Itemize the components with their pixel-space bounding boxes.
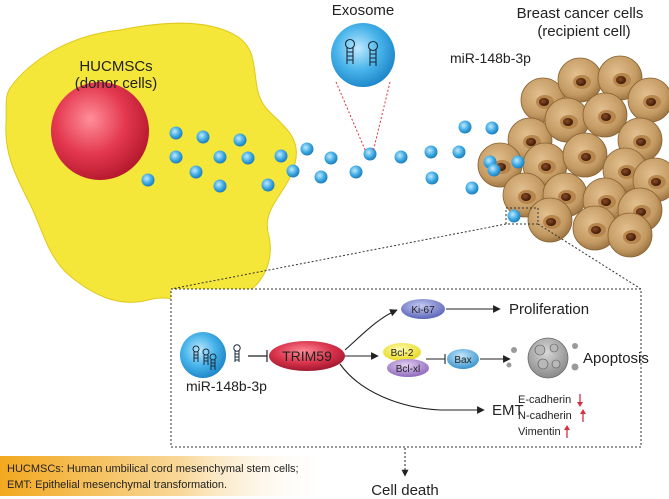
exosome-vesicle xyxy=(324,151,338,165)
cancer-cell xyxy=(627,77,669,123)
bclxl-node xyxy=(387,359,429,377)
exosome-vesicle xyxy=(507,209,521,223)
exosome-vesicle xyxy=(452,145,466,159)
exosome-vesicle xyxy=(196,130,210,144)
cancer-cell xyxy=(572,205,618,251)
mirna-hairpin-icon xyxy=(344,38,379,66)
bcl2-label: Bcl-2 xyxy=(391,348,414,359)
exosome-vesicle xyxy=(424,145,438,159)
arrow-trim59-ki67 xyxy=(344,309,398,351)
cancer-cell xyxy=(607,212,653,258)
exosome-vesicle xyxy=(261,178,275,192)
cancer-cell xyxy=(562,132,608,178)
donor-cell: HUCMSCs (donor cells) xyxy=(5,22,297,305)
donor-subtitle: (donor cells) xyxy=(75,75,158,92)
donor-nucleus xyxy=(51,82,149,180)
inset-mirna-hairpin-icon xyxy=(192,345,217,370)
exosome-vesicle xyxy=(233,133,247,147)
exosome-vesicle xyxy=(241,151,255,165)
legend-background xyxy=(0,456,330,496)
inset-exosome xyxy=(180,332,241,378)
inset-guide-left xyxy=(170,223,507,290)
marker-n-cadherin: N-cadherin xyxy=(518,410,572,422)
inset-mirna-label: miR-148b-3p xyxy=(186,378,267,394)
exosome-zoom-line-left xyxy=(335,81,367,153)
marker-e-cadherin: E-cadherin xyxy=(518,394,571,406)
ki67-label: Ki-67 xyxy=(411,305,435,316)
bax-node xyxy=(447,349,479,369)
exosome-vesicle-stream xyxy=(141,120,525,223)
e-cadherin-down-arrow-icon xyxy=(577,394,583,407)
free-mirna-hairpin-icon xyxy=(233,344,241,362)
exosome-vesicle xyxy=(169,126,183,140)
inset-guide-right xyxy=(537,223,642,290)
exosome-vesicle xyxy=(274,149,288,163)
vimentin-up-arrow-icon xyxy=(564,425,570,438)
exosome-vesicle xyxy=(213,179,227,193)
trim59-label: TRIM59 xyxy=(282,348,332,364)
exosome-vesicle xyxy=(458,120,472,134)
ki67-node xyxy=(401,299,445,319)
emt-label: EMT xyxy=(492,402,524,419)
exosome-vesicle xyxy=(300,142,314,156)
inhibit-arrow-bcl-bax xyxy=(426,354,446,364)
n-cadherin-up-arrow-icon xyxy=(580,409,586,422)
exosome-vesicle xyxy=(169,150,183,164)
proliferation-label: Proliferation xyxy=(509,301,589,318)
cell-death-label: Cell death xyxy=(371,482,439,499)
exosome-zoom-line-right xyxy=(372,81,391,153)
bax-label: Bax xyxy=(454,355,471,366)
exosome-vesicle xyxy=(363,147,377,161)
exosome-vesicle xyxy=(485,121,499,135)
exosome-vesicle xyxy=(141,173,155,187)
legend-line-1: HUCMSCs: Human umbilical cord mesenchyma… xyxy=(7,463,299,475)
inhibit-arrow-mirna-trim59 xyxy=(248,350,268,362)
breast-cancer-cell-cluster xyxy=(477,55,669,258)
exosome-vesicle xyxy=(213,150,227,164)
exosome-vesicle xyxy=(425,171,439,185)
exosome-vesicle xyxy=(349,165,363,179)
exosome-vesicle xyxy=(314,170,328,184)
exosome-vesicle xyxy=(394,150,408,164)
apoptosis-label: Apoptosis xyxy=(583,350,649,367)
cancer-cell xyxy=(582,92,628,138)
cancer-cell xyxy=(527,197,573,243)
exosome-label: Exosome xyxy=(332,2,395,19)
apoptotic-cell-icon xyxy=(506,337,579,379)
exosome-vesicle xyxy=(286,164,300,178)
inset-exosome-circle xyxy=(180,332,226,378)
exosome-vesicle xyxy=(189,165,203,179)
bcl2-node xyxy=(383,343,421,361)
donor-title: HUCMSCs xyxy=(79,58,152,75)
recipient-subtitle: (recipient cell) xyxy=(537,23,630,40)
cancer-cell xyxy=(544,97,590,143)
exosome-circle xyxy=(331,23,395,87)
marker-vimentin: Vimentin xyxy=(518,426,561,438)
exosome-vesicle xyxy=(487,163,501,177)
exosome-vesicle xyxy=(511,155,525,169)
zoom-region-box xyxy=(505,207,539,225)
arrow-trim59-emt xyxy=(339,363,485,414)
recipient-mirna-label: miR-148b-3p xyxy=(450,50,531,66)
trim59-node xyxy=(269,341,345,371)
legend-line-2: EMT: Epithelial mesenchymal transformati… xyxy=(7,479,227,491)
exosome-zoom: Exosome xyxy=(331,2,395,153)
recipient-title: Breast cancer cells xyxy=(517,5,644,22)
exosome-vesicle xyxy=(465,181,479,195)
bclxl-label: Bcl-xl xyxy=(396,364,420,375)
